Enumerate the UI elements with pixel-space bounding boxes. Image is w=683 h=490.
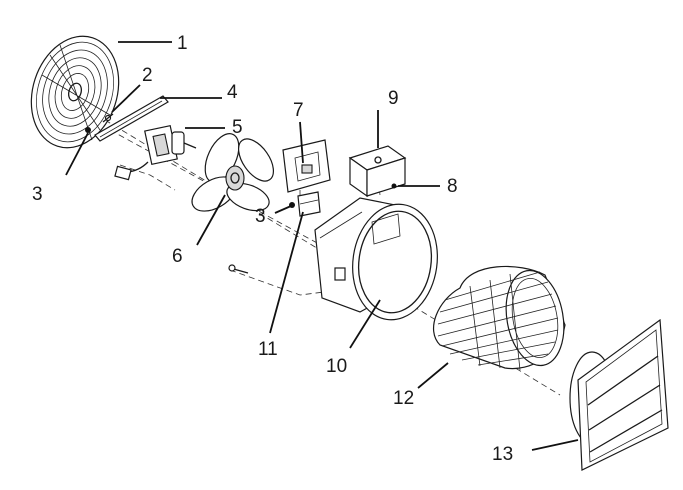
part-1-grille-plate: [17, 25, 132, 159]
mounting-screw: [229, 265, 248, 273]
part-5-motor: [115, 126, 196, 180]
part-7-damper-plate: [283, 140, 330, 192]
callout-2: 2: [142, 65, 153, 86]
part-9-junction-box: [350, 146, 405, 196]
callout-6: 6: [172, 246, 183, 267]
callout-3-left: 3: [32, 184, 43, 205]
callout-9: 9: [388, 88, 399, 109]
part-6-fan-blade: [186, 129, 280, 219]
callout-3-right: 3: [255, 206, 266, 227]
part-13-vent-hood: [570, 320, 668, 470]
callout-12: 12: [393, 388, 414, 409]
callout-1: 1: [177, 33, 188, 54]
part-3-nut-left: [85, 127, 91, 133]
callout-8: 8: [447, 176, 458, 197]
callout-13: 13: [492, 444, 513, 465]
callout-10: 10: [326, 356, 347, 377]
callout-5: 5: [232, 117, 243, 138]
callout-11: 11: [258, 339, 278, 360]
part-11-damper-bracket: [298, 192, 320, 216]
part-8-screw: [392, 184, 397, 189]
part-10-housing: [315, 198, 445, 325]
part-12-flex-duct: [434, 266, 571, 370]
callout-4: 4: [227, 82, 238, 103]
callout-7: 7: [293, 100, 304, 121]
